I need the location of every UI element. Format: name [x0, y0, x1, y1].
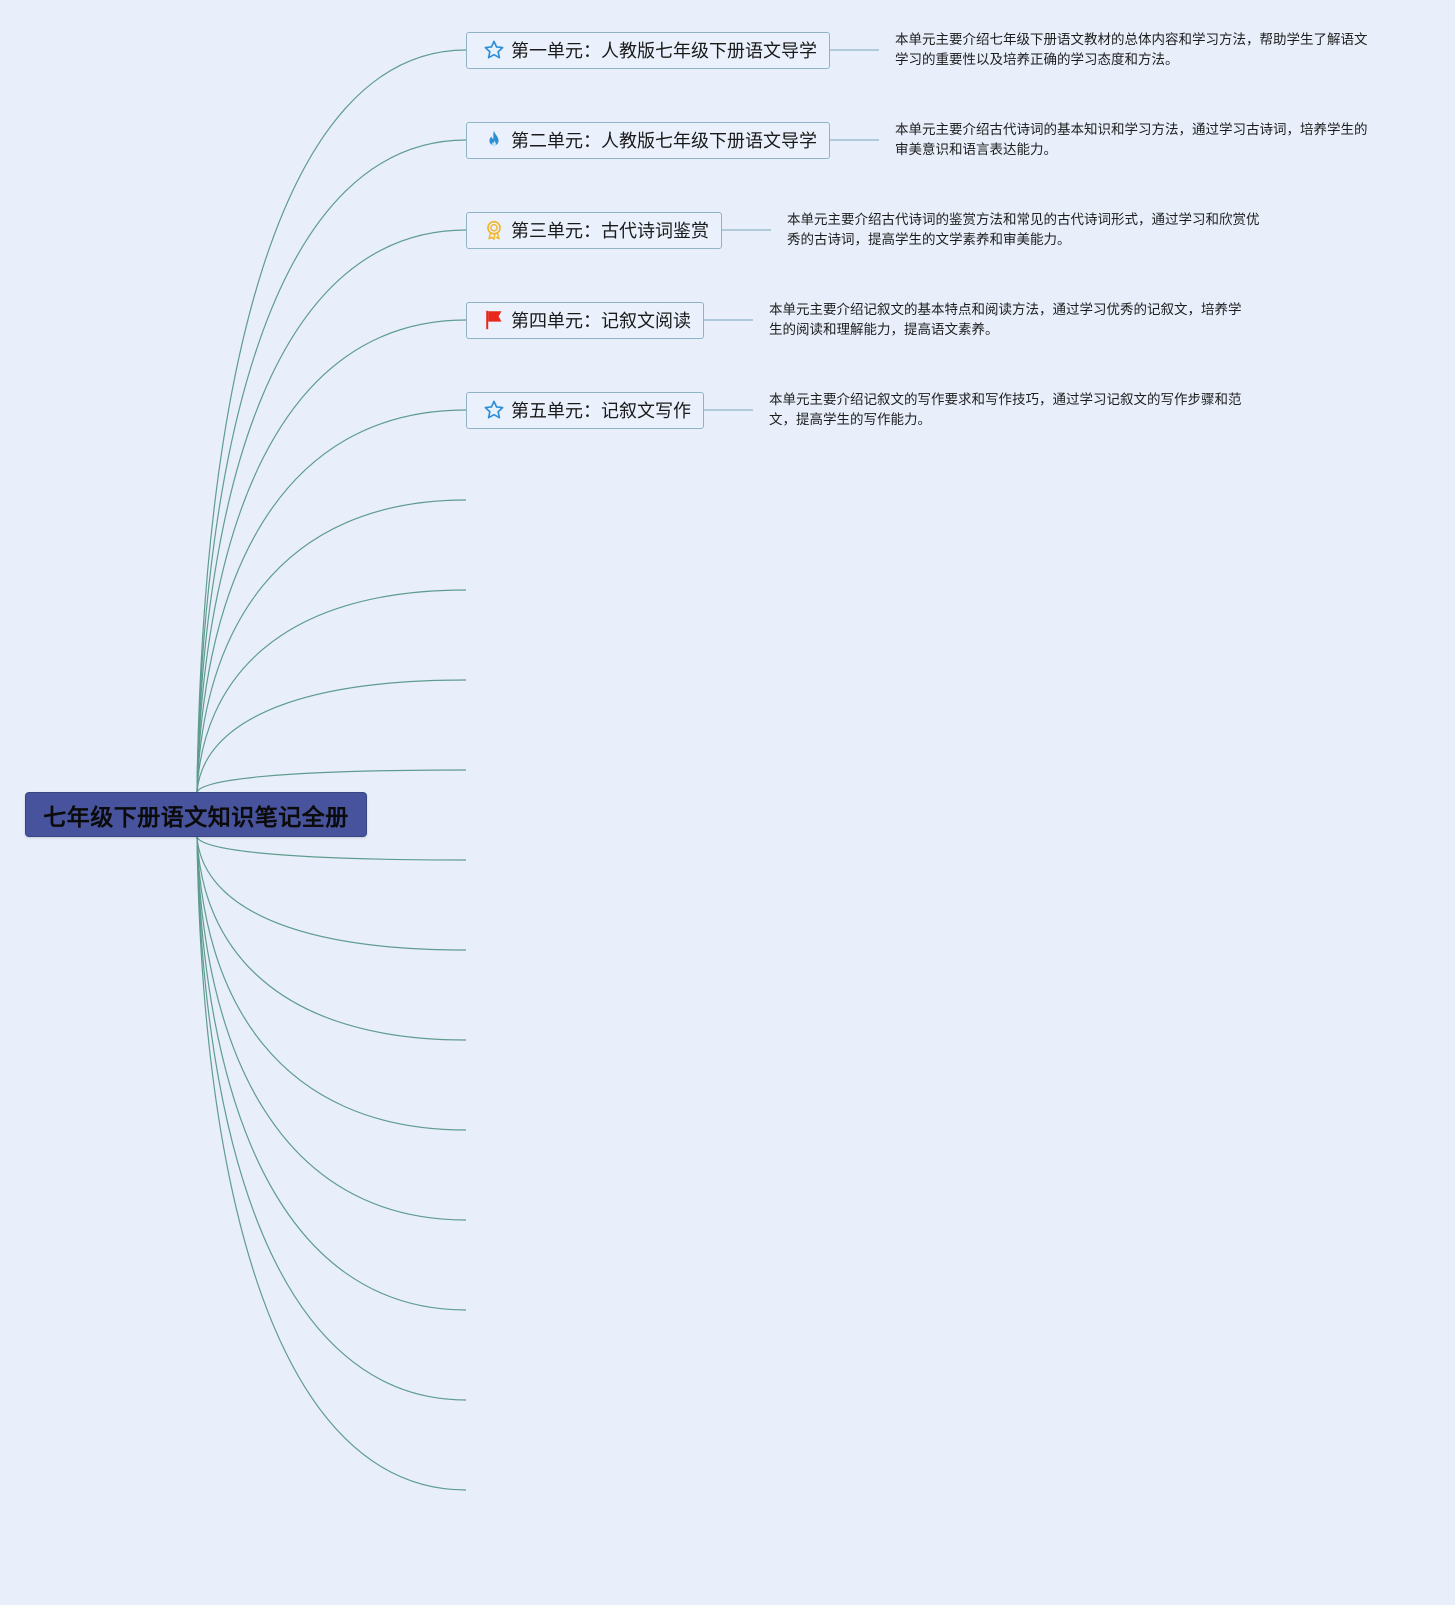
branch-lines: [196, 49, 879, 1491]
branch-line: [196, 836, 467, 1491]
star-icon: [483, 399, 505, 421]
branch-line: [196, 499, 467, 793]
unit-note-3[interactable]: 本单元主要介绍古代诗词的鉴赏方法和常见的古代诗词形式，通过学习和欣赏优秀的古诗词…: [787, 210, 1260, 250]
note-line: 本单元主要介绍记叙文的基本特点和阅读方法，通过学习优秀的记叙文，培养学: [769, 302, 1242, 318]
branch-line: [196, 319, 467, 793]
unit-note-4[interactable]: 本单元主要介绍记叙文的基本特点和阅读方法，通过学习优秀的记叙文，培养学生的阅读和…: [769, 300, 1242, 340]
unit-topic-5[interactable]: 第五单元：记叙文写作: [466, 391, 704, 429]
unit-topic-label: 第三单元：古代诗词鉴赏: [511, 221, 709, 242]
branch-line: [196, 139, 467, 793]
unit-note-5[interactable]: 本单元主要介绍记叙文的写作要求和写作技巧，通过学习记叙文的写作步骤和范文，提高学…: [769, 390, 1242, 430]
branch-line: [196, 409, 467, 793]
unit-topic-label: 第一单元：人教版七年级下册语文导学: [511, 41, 817, 62]
unit-topic-label: 第二单元：人教版七年级下册语文导学: [511, 131, 817, 152]
root-topic-label: 七年级下册语文知识笔记全册: [43, 804, 349, 831]
unit-topic-1[interactable]: 第一单元：人教版七年级下册语文导学: [466, 31, 830, 69]
note-line: 文，提高学生的写作能力。: [769, 412, 931, 428]
unit-topic-3[interactable]: 第三单元：古代诗词鉴赏: [466, 211, 722, 249]
branch-line: [196, 836, 467, 1401]
note-line: 本单元主要介绍七年级下册语文教材的总体内容和学习方法，帮助学生了解语文: [895, 32, 1368, 48]
branch-line: [196, 229, 467, 793]
unit-note-2[interactable]: 本单元主要介绍古代诗词的基本知识和学习方法，通过学习古诗词，培养学生的审美意识和…: [895, 120, 1368, 160]
unit-topic-4[interactable]: 第四单元：记叙文阅读: [466, 301, 704, 339]
branch-line: [196, 589, 467, 793]
root-topic[interactable]: 七年级下册语文知识笔记全册: [25, 792, 367, 837]
unit-note-1[interactable]: 本单元主要介绍七年级下册语文教材的总体内容和学习方法，帮助学生了解语文学习的重要…: [895, 30, 1368, 70]
branch-line: [196, 836, 467, 1311]
branch-line: [196, 836, 467, 861]
branch-line: [196, 769, 467, 793]
branch-line: [196, 836, 467, 1131]
note-line: 秀的古诗词，提高学生的文学素养和审美能力。: [787, 232, 1071, 248]
branch-line: [196, 49, 467, 793]
note-line: 生的阅读和理解能力，提高语文素养。: [769, 322, 999, 338]
unit-topic-label: 第四单元：记叙文阅读: [511, 311, 691, 332]
note-line: 审美意识和语言表达能力。: [895, 142, 1057, 158]
note-line: 学习的重要性以及培养正确的学习态度和方法。: [895, 52, 1179, 68]
note-line: 本单元主要介绍记叙文的写作要求和写作技巧，通过学习记叙文的写作步骤和范: [769, 392, 1242, 408]
unit-topic-label: 第五单元：记叙文写作: [511, 401, 691, 422]
flag-icon: [483, 309, 505, 331]
branch-line: [196, 836, 467, 1041]
note-line: 本单元主要介绍古代诗词的鉴赏方法和常见的古代诗词形式，通过学习和欣赏优: [787, 212, 1260, 228]
star-icon: [483, 39, 505, 61]
branch-line: [196, 836, 467, 1221]
medal-icon: [483, 219, 505, 241]
branch-line: [196, 679, 467, 793]
branch-line: [196, 836, 467, 951]
flame-icon: [483, 129, 505, 151]
unit-topic-2[interactable]: 第二单元：人教版七年级下册语文导学: [466, 121, 830, 159]
note-line: 本单元主要介绍古代诗词的基本知识和学习方法，通过学习古诗词，培养学生的: [895, 122, 1368, 138]
